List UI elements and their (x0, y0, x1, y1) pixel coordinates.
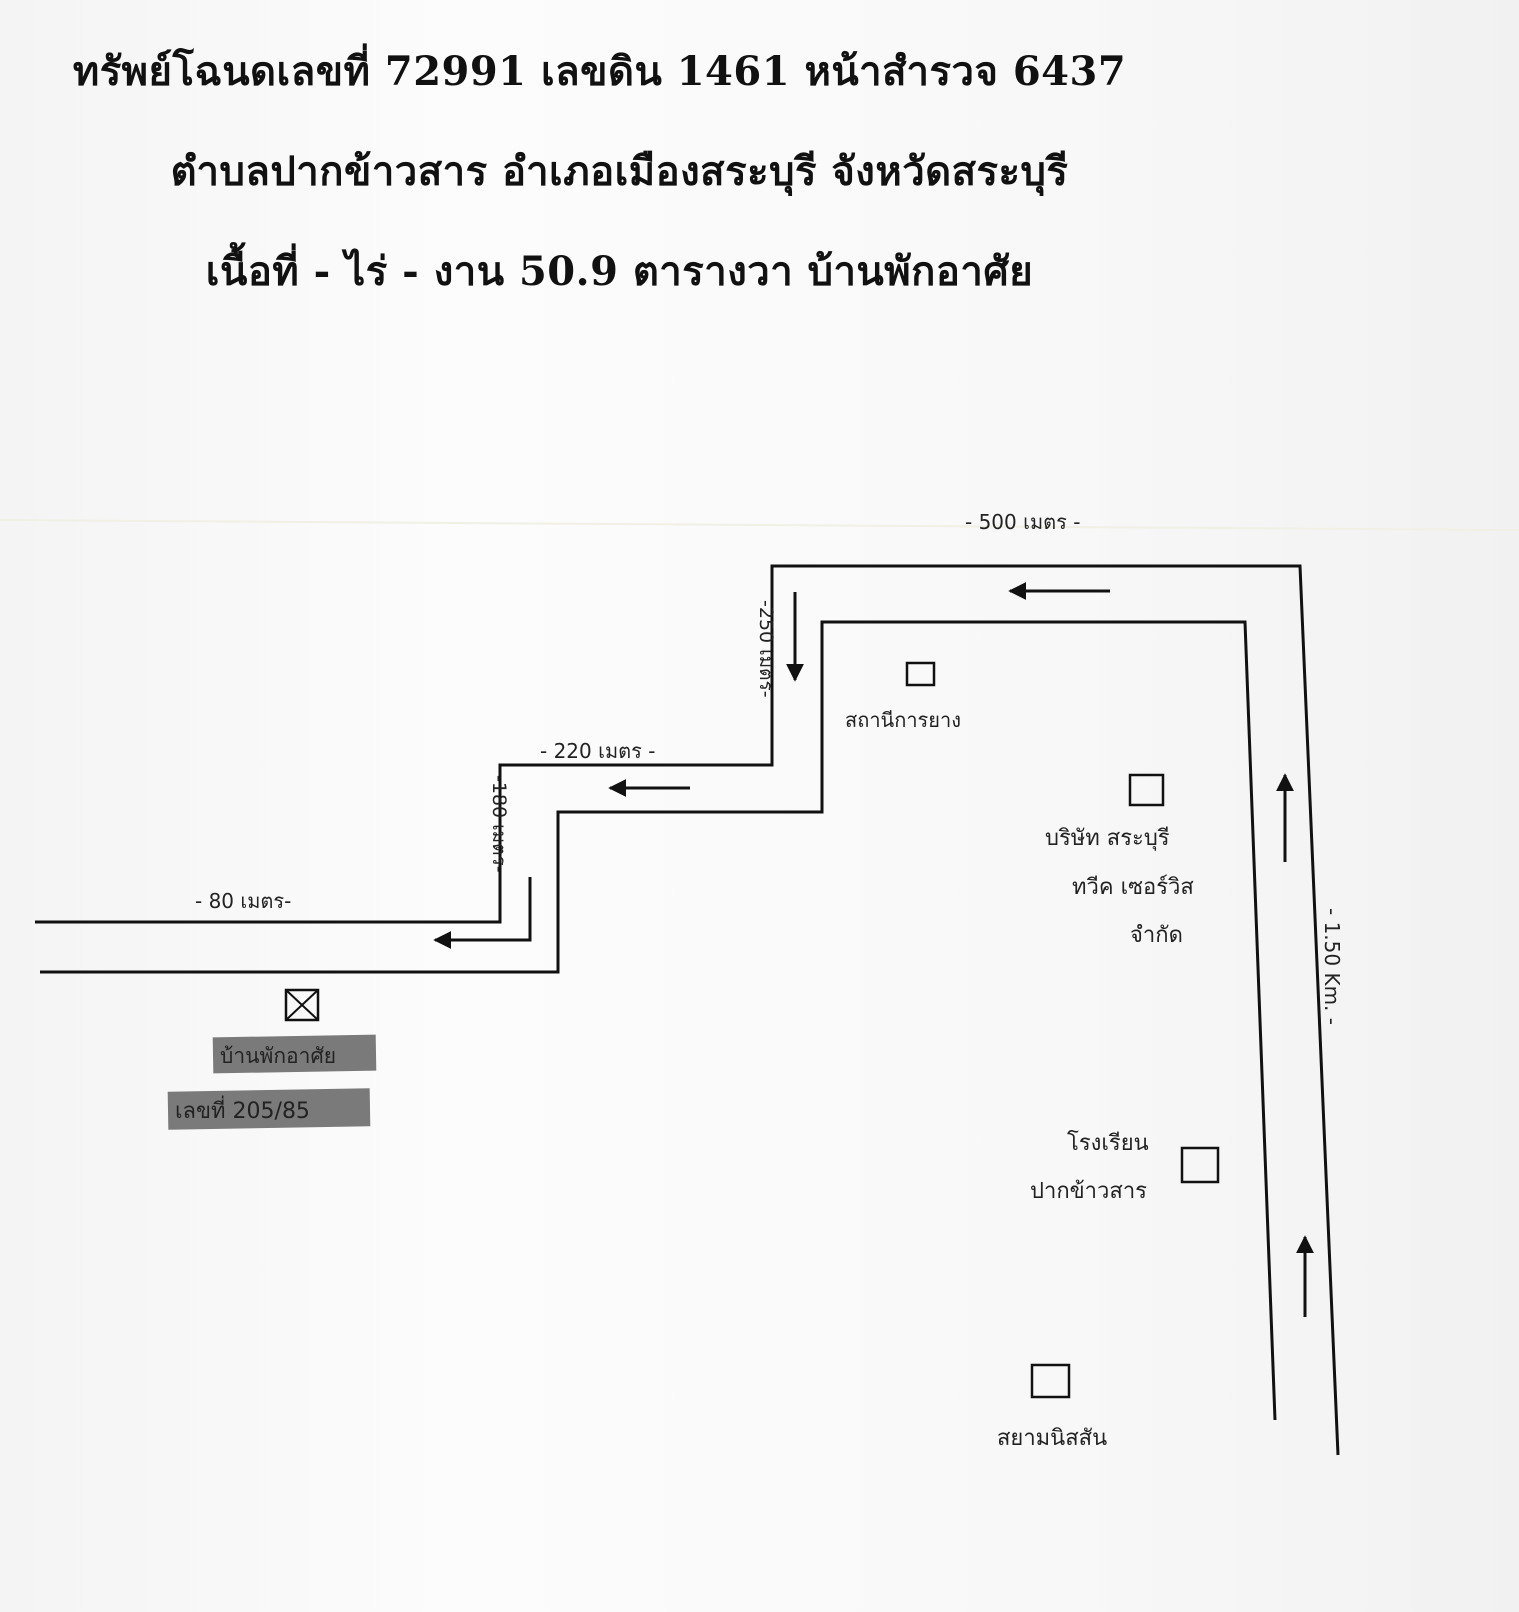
landmark-company-line2: ทวีค เซอร์วิส (1072, 875, 1194, 900)
landmark-school-line1: โรงเรียน (1067, 1130, 1149, 1156)
property-number-highlight (167, 1088, 371, 1130)
property-number: เลขที่ 205/85 (175, 1095, 310, 1124)
distance-label-main-road: - 1.50 Km. - (1320, 908, 1344, 1025)
landmark-siam: สยามนิสสัน (997, 1426, 1107, 1451)
distance-label-180: -180 เมตร- (488, 775, 510, 873)
distance-label-80: - 80 เมตร- (195, 889, 291, 913)
square-icon (1128, 773, 1165, 807)
location-line: ตำบลปากข้าวสาร อำเภอเมืองสระบุรี จังหวัด… (170, 148, 1069, 195)
area-line: เนื้อที่ - ไร่ - งาน 50.9 ตารางวา บ้านพั… (205, 248, 1034, 295)
property-name-highlight (212, 1034, 377, 1074)
distance-label-500: - 500 เมตร - (965, 510, 1080, 534)
landmark-company-line3: จำกัด (1130, 923, 1183, 948)
landmark-company-line1: บริษัท สระบุรี (1045, 826, 1170, 851)
direction-arrows (433, 582, 1314, 1317)
square-icon (1180, 1146, 1220, 1184)
arrow-icon (433, 877, 532, 949)
title-deed-line: ทรัพย์โฉนดเลขที่ 72991 เลขดิน 1461 หน้าส… (72, 48, 1127, 95)
square-icon (1030, 1363, 1071, 1399)
square-icon (905, 661, 936, 687)
road-outer-edge (35, 564, 1340, 1456)
property-name: บ้านพักอาศัย (220, 1044, 336, 1068)
distance-label-220: - 220 เมตร - (540, 739, 655, 763)
landmark-station: สถานีการยาง (845, 708, 961, 732)
distance-label-250: -250 เมตร- (755, 600, 777, 698)
road-inner-edge (40, 620, 1277, 1421)
x-box-icon (284, 988, 320, 1022)
landmark-school-line2: ปากข้าวสาร (1030, 1179, 1147, 1204)
